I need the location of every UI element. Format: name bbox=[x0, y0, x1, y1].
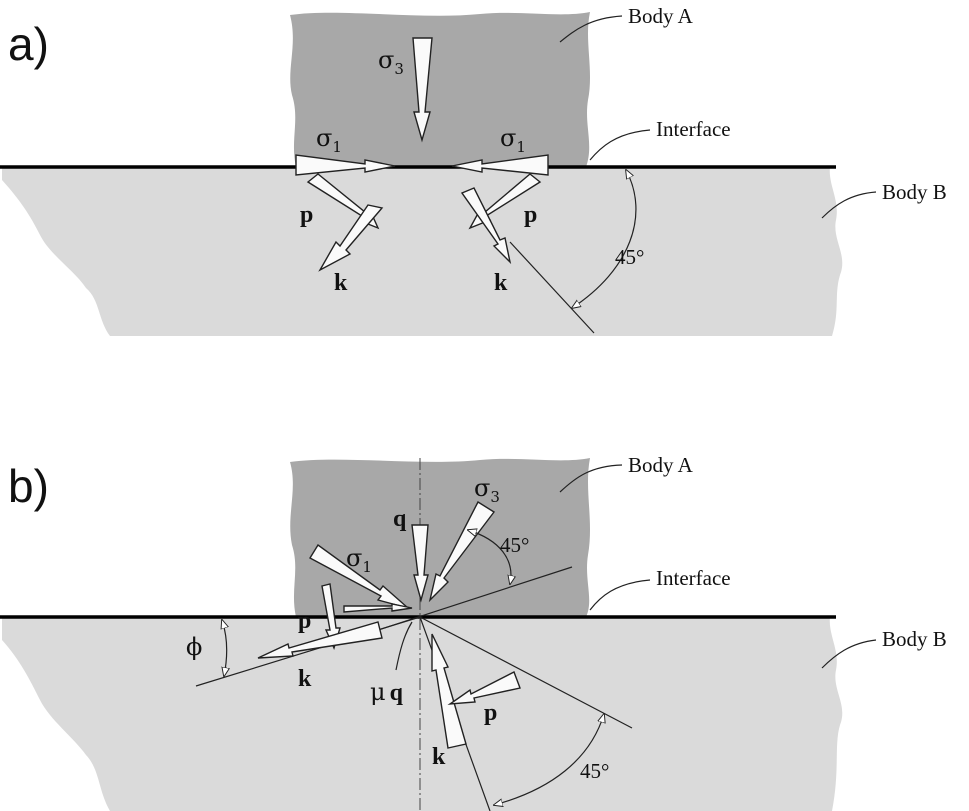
sigma1-label-b: σ1 bbox=[346, 544, 372, 576]
k-arrow-up-b bbox=[431, 633, 467, 749]
panel-b-label: b) bbox=[8, 460, 49, 512]
panel-a: a) Body A Interface Body B σ3 σ1 σ1 p k … bbox=[0, 4, 947, 336]
interface-leader-a bbox=[589, 129, 651, 161]
p-right-label: p bbox=[524, 202, 537, 228]
q-label-b: q bbox=[393, 506, 407, 532]
diag-line-b bbox=[419, 616, 633, 729]
k-left-label: k bbox=[334, 270, 348, 296]
interface-label-a: Interface bbox=[656, 117, 731, 141]
body-b-label-b: Body B bbox=[882, 627, 947, 651]
angle-arc-a bbox=[572, 170, 637, 308]
p-left-label-b: p bbox=[298, 608, 311, 634]
q-arrow-b bbox=[411, 524, 429, 603]
sigma1-right-arrow bbox=[451, 154, 549, 176]
k-right-arrow bbox=[460, 187, 512, 265]
body-a-leader-a bbox=[559, 15, 623, 43]
sigma3-label-b: σ3 bbox=[474, 474, 500, 506]
angle-label-lower-b: 45° bbox=[580, 759, 609, 783]
muq-leader-b bbox=[395, 621, 413, 671]
sigma1-left-arrow bbox=[295, 154, 396, 176]
panel-a-label: a) bbox=[8, 18, 49, 70]
body-b-label-a: Body B bbox=[882, 180, 947, 204]
body-a-label-b: Body A bbox=[628, 453, 694, 477]
panel-b: b) Body A Interface Body B q σ3 45° σ1 bbox=[0, 453, 947, 811]
sigma1-arrow-b bbox=[309, 543, 409, 609]
k-lower-label-b: k bbox=[432, 744, 446, 770]
angle-label-a: 45° bbox=[615, 245, 644, 269]
p-arrow-right-b bbox=[447, 671, 521, 705]
interface-leader-b bbox=[589, 579, 651, 611]
body-a-leader-b bbox=[559, 464, 623, 493]
phi-label-b: ϕ bbox=[186, 633, 202, 661]
k-left-arrow bbox=[318, 204, 384, 272]
phi-arc-b bbox=[222, 620, 227, 676]
body-b-shape-b bbox=[2, 617, 843, 811]
angle-line-a bbox=[509, 241, 595, 334]
p-right-label-b: p bbox=[484, 700, 497, 726]
sigma3-label-a: σ3 bbox=[378, 46, 404, 78]
body-b-leader-b bbox=[821, 639, 877, 669]
body-b-shape-a bbox=[2, 167, 843, 336]
body-b-leader-a bbox=[821, 191, 877, 219]
sigma3-arrow-b bbox=[428, 501, 496, 603]
sigma1-right-label: σ1 bbox=[500, 124, 526, 156]
p-left-label: p bbox=[300, 202, 313, 228]
k-left-label-b: k bbox=[298, 666, 312, 692]
interface-shear-arrow-b bbox=[343, 603, 413, 613]
angle-arc-lower-b bbox=[494, 714, 604, 805]
body-a-label-a: Body A bbox=[628, 4, 694, 28]
body-a-shape-a bbox=[290, 12, 590, 167]
sigma3-arrow-a bbox=[412, 37, 433, 143]
angle-arc-upper-b bbox=[468, 530, 511, 584]
sigma1-left-label: σ1 bbox=[316, 124, 342, 156]
interface-label-b: Interface bbox=[656, 566, 731, 590]
k-arrow-left-b bbox=[257, 621, 383, 659]
angle-label-upper-b: 45° bbox=[500, 533, 529, 557]
k-right-label: k bbox=[494, 270, 508, 296]
body-a-shape-b bbox=[290, 458, 590, 617]
lower-plane-line-b bbox=[195, 616, 421, 687]
